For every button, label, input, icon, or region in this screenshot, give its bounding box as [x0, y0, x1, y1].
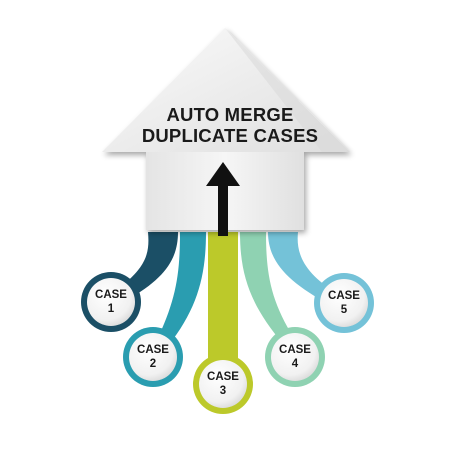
up-arrow-icon	[206, 162, 240, 236]
case-label-3: CASE 3	[195, 370, 251, 398]
case-circle-3	[193, 354, 253, 414]
connector-case-3	[208, 232, 238, 370]
diagram-title: AUTO MERGE DUPLICATE CASES	[110, 104, 350, 146]
case-1-label: CASE	[95, 289, 127, 301]
case-3-number: 3	[219, 385, 227, 397]
case-2-label: CASE	[137, 344, 169, 356]
case-5-number: 5	[340, 304, 348, 316]
case-circle-4	[265, 327, 325, 387]
connector-case-4	[240, 232, 294, 345]
case-circle-1	[81, 272, 141, 332]
case-circle-2	[123, 327, 183, 387]
case-1-number: 1	[107, 303, 115, 315]
case-label-5: CASE 5	[316, 289, 372, 317]
case-4-label: CASE	[279, 344, 311, 356]
case-2-number: 2	[149, 358, 157, 370]
title-line-1: AUTO MERGE	[166, 104, 294, 125]
title-line-2: DUPLICATE CASES	[141, 125, 319, 146]
case-3-label: CASE	[207, 371, 239, 383]
case-label-4: CASE 4	[267, 343, 323, 371]
case-label-2: CASE 2	[125, 343, 181, 371]
connector-case-2	[156, 232, 206, 346]
house-shape	[102, 28, 350, 230]
case-label-1: CASE 1	[83, 288, 139, 316]
case-4-number: 4	[291, 358, 299, 370]
case-5-label: CASE	[328, 290, 360, 302]
case-circle-5	[314, 273, 374, 333]
